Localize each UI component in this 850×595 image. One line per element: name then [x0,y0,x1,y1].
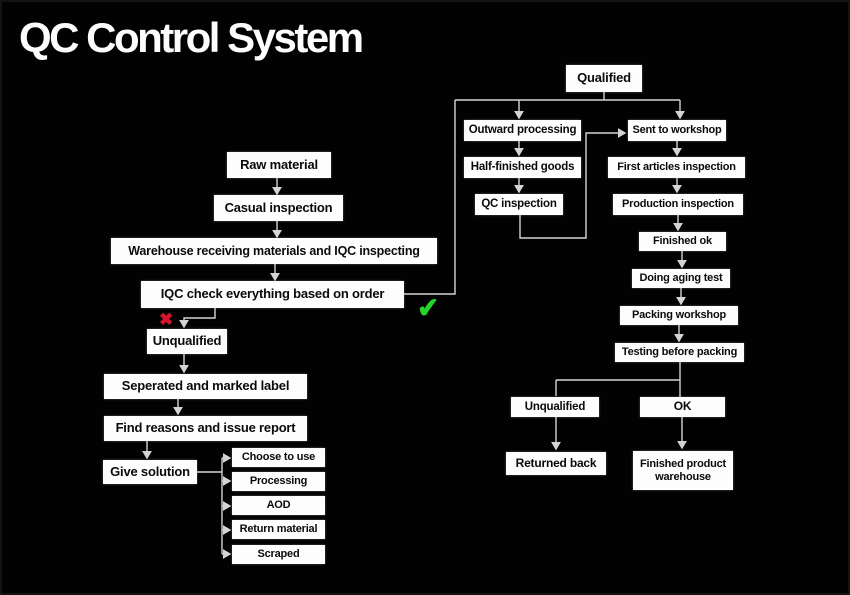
node-testing-before-packing: Testing before packing [615,343,744,362]
node-production-inspection: Production inspection [613,194,743,215]
node-raw-material: Raw material [227,152,331,178]
flow-connector [519,128,627,239]
node-return-material: Return material [232,520,325,539]
node-processing: Processing [232,472,325,491]
node-casual-inspection: Casual inspection [214,195,343,221]
node-first-articles-inspection: First articles inspection [608,157,745,178]
node-warehouse-iqc-inspecting: Warehouse receiving materials and IQC in… [111,238,437,264]
node-packing-workshop: Packing workshop [620,306,738,325]
node-choose-to-use: Choose to use [232,448,325,467]
node-find-reasons-issue-report: Find reasons and issue report [104,416,307,441]
node-qc-inspection: QC inspection [475,194,563,215]
page-title: QC Control System [19,14,364,61]
node-iqc-check-order: IQC check everything based on order [141,281,404,308]
node-ok: OK [640,397,725,417]
node-unqualified-left: Unqualified [147,329,227,354]
node-outward-processing: Outward processing [464,120,581,141]
node-aod: AOD [232,496,325,515]
node-half-finished-goods: Half-finished goods [464,157,581,178]
node-returned-back: Returned back [506,452,606,475]
node-unqualified-right: Unqualified [511,397,599,417]
node-doing-aging-test: Doing aging test [632,269,730,288]
node-scraped: Scraped [232,545,325,564]
node-finished-product-warehouse: Finished product warehouse [633,451,733,490]
node-finished-ok: Finished ok [639,232,726,251]
qualified-check-icon: ✔ [415,292,441,324]
node-give-solution: Give solution [103,460,197,484]
node-sent-to-workshop: Sent to workshop [628,120,726,141]
unqualified-cross-icon: ✖ [159,310,174,329]
node-seperated-marked-label: Seperated and marked label [104,374,307,399]
flow-connector [404,100,456,295]
flow-connector [179,308,216,329]
node-qualified: Qualified [566,65,642,92]
